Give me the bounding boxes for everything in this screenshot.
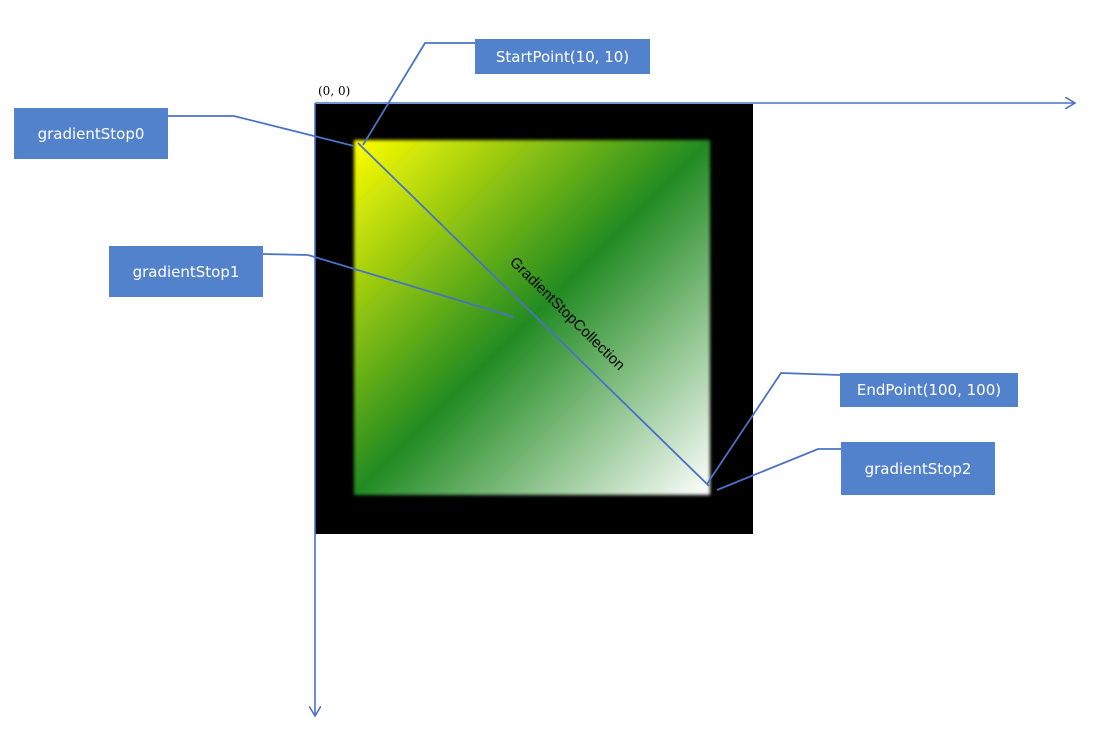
- callout-gradient-stop1: gradientStop1: [109, 246, 263, 297]
- leader-line-start: [362, 42, 475, 146]
- gradient-axis-line: [357, 142, 710, 487]
- gradient-square: [354, 140, 710, 495]
- origin-label: (0, 0): [318, 84, 351, 98]
- callout-gradient-stop2: gradientStop2: [841, 442, 995, 495]
- leader-line-stop2: [716, 448, 841, 491]
- leader-line-stop0: [168, 115, 355, 147]
- callout-start-point: StartPoint(10, 10): [475, 39, 650, 74]
- leader-line-end: [706, 372, 841, 485]
- callout-end-point: EndPoint(100, 100): [840, 373, 1018, 407]
- callout-gradient-stop0: gradientStop0: [14, 108, 168, 159]
- leader-line-stop1: [262, 253, 515, 318]
